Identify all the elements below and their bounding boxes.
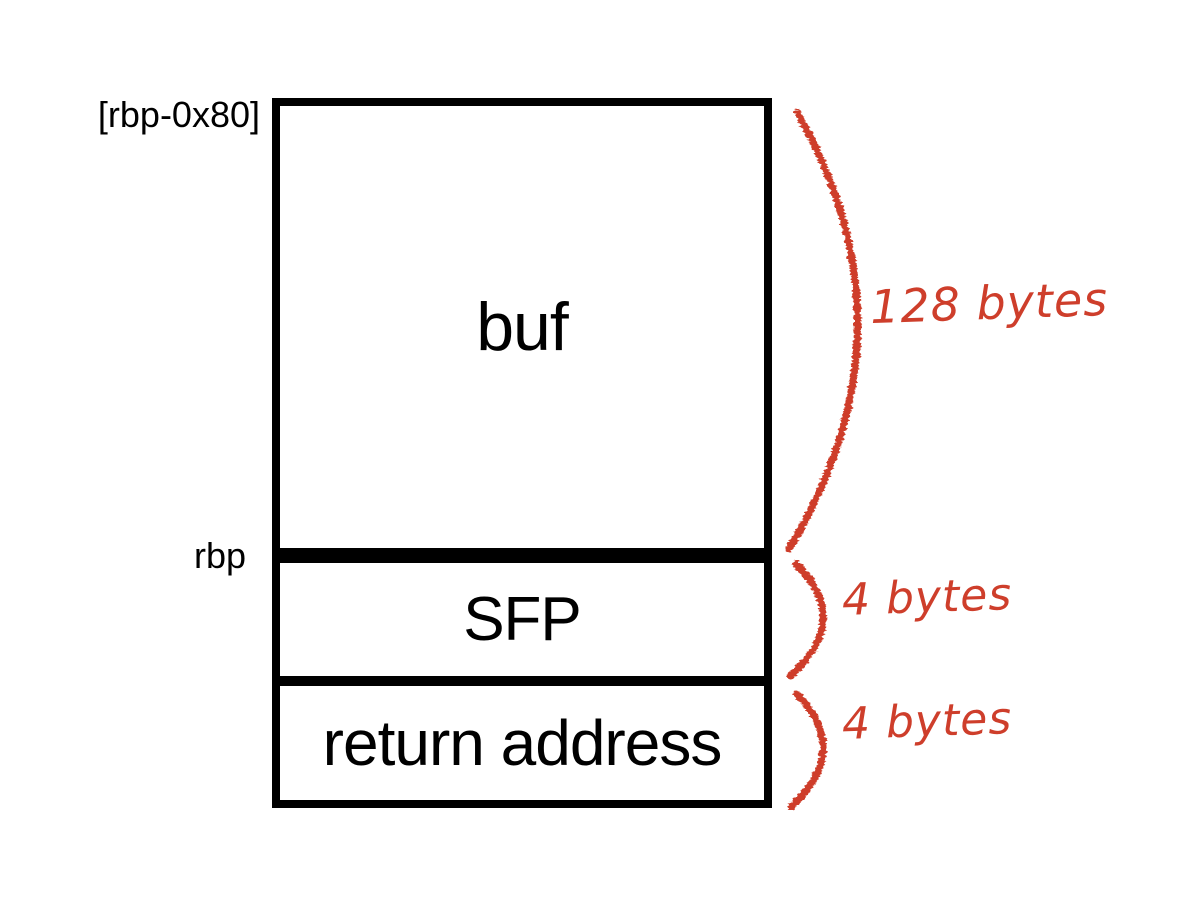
brace-sfp-4-bytes <box>786 560 827 680</box>
region-return-address-label: return address <box>322 707 723 779</box>
size-annotation-return: 4 bytes <box>841 693 1014 750</box>
size-annotation-sfp: 4 bytes <box>841 569 1014 626</box>
region-sfp-label: SFP <box>463 585 582 654</box>
divider-rbp-boundary <box>272 548 772 563</box>
label-rbp: rbp <box>193 535 246 576</box>
stack-outer-box <box>272 98 772 808</box>
brace-return-4-bytes <box>787 690 827 811</box>
label-rbp-minus-0x80: [rbp-0x80] <box>97 94 260 135</box>
brace-buf-128-bytes <box>785 108 862 553</box>
size-annotation-buf: 128 bytes <box>869 271 1110 335</box>
region-buf-label: buf <box>476 289 569 365</box>
divider-sfp-return <box>272 676 772 686</box>
